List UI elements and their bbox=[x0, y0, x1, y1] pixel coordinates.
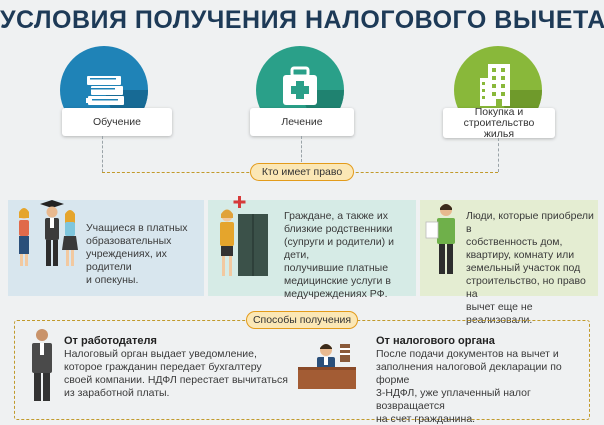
buyer-illustration-icon bbox=[425, 204, 455, 274]
who-buyers-text: Люди, которые приобрели в собственность … bbox=[466, 210, 594, 326]
method-tax-office-heading: От налогового органа bbox=[376, 335, 495, 347]
connector-medicine bbox=[301, 136, 302, 162]
who-has-right-label: Кто имеет право bbox=[250, 163, 354, 181]
tax-officer-illustration-icon bbox=[298, 344, 356, 389]
connector-housing bbox=[498, 138, 499, 172]
employer-illustration-icon bbox=[32, 329, 52, 401]
who-students-text: Учащиеся в платных образовательных учреж… bbox=[86, 222, 188, 286]
doctor-illustration-icon bbox=[220, 196, 268, 276]
who-panel-patients: Граждане, а также их близкие родственник… bbox=[208, 196, 416, 300]
category-medicine-label: Лечение bbox=[250, 108, 354, 136]
category-education-label: Обучение bbox=[62, 108, 172, 136]
method-tax-office-text: После подачи документов на вычет и запол… bbox=[376, 348, 562, 425]
method-employer-heading: От работодателя bbox=[64, 335, 157, 347]
method-employer-text: Налоговый орган выдает уведомление, кото… bbox=[64, 348, 288, 399]
who-panel-students: Учащиеся в платных образовательных учреж… bbox=[8, 200, 204, 296]
page-title: УСЛОВИЯ ПОЛУЧЕНИЯ НАЛОГОВОГО ВЫЧЕТА bbox=[0, 6, 604, 34]
who-patients-text: Граждане, а также их близкие родственник… bbox=[284, 210, 394, 300]
students-illustration-icon bbox=[19, 200, 78, 266]
connector-education bbox=[102, 136, 103, 172]
who-panel-buyers: Люди, которые приобрели в собственность … bbox=[420, 200, 598, 326]
methods-label: Способы получения bbox=[246, 311, 358, 329]
